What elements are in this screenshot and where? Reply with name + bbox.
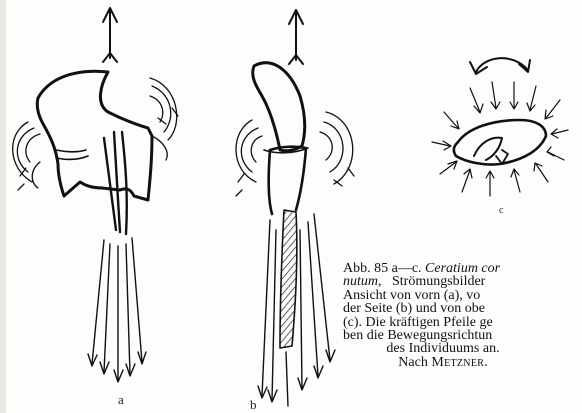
cell-body-a bbox=[37, 71, 152, 200]
vortex-right-b bbox=[320, 112, 354, 186]
caption-attribution-suffix: . bbox=[484, 355, 488, 370]
direction-arrow-a bbox=[103, 8, 117, 62]
panel-b-drawing bbox=[236, 10, 354, 406]
panel-label-a: a bbox=[118, 393, 124, 406]
caption-author: Metzner bbox=[431, 355, 484, 370]
caption-line-4: der Seite (b) und von obe bbox=[343, 302, 582, 315]
figure-caption: Abb. 85 a—c. Ceratium cor nutum, Strömun… bbox=[343, 262, 582, 369]
cell-body-b bbox=[253, 63, 305, 151]
vortex-left-b bbox=[236, 120, 262, 196]
direction-arrow-b bbox=[289, 10, 303, 64]
caption-line-8: Nach Metzner. bbox=[343, 356, 543, 369]
caption-attribution-prefix: Nach bbox=[398, 355, 431, 370]
inflow-arrows-c bbox=[432, 82, 568, 196]
posterior-horn-b bbox=[280, 210, 297, 348]
caption-line-5: (c). Die kräftigen Pfeile ge bbox=[343, 316, 582, 329]
caption-line-7: des Individuums an. bbox=[343, 342, 543, 355]
caption-line-3: Ansicht von vorn (a), vo bbox=[343, 289, 582, 302]
caption-line-1: Abb. 85 a—c. Ceratium cor bbox=[343, 262, 582, 275]
hypotheca-b bbox=[269, 147, 306, 214]
caption-line-2: nutum, Strömungsbilder bbox=[343, 275, 582, 288]
girdle-a bbox=[56, 150, 88, 159]
vortex-left-a bbox=[13, 122, 40, 190]
panel-label-b: b bbox=[250, 398, 257, 411]
panel-label-c: c bbox=[499, 204, 503, 217]
caption-line-6: ben die Bewegungsrichtun bbox=[343, 329, 582, 342]
vortex-right-a bbox=[150, 78, 178, 160]
panel-c-drawing bbox=[432, 58, 568, 196]
flow-arrows-a bbox=[88, 238, 146, 382]
posterior-horn-a bbox=[104, 132, 127, 234]
panel-a-drawing bbox=[13, 8, 178, 382]
horn-c bbox=[474, 138, 502, 160]
